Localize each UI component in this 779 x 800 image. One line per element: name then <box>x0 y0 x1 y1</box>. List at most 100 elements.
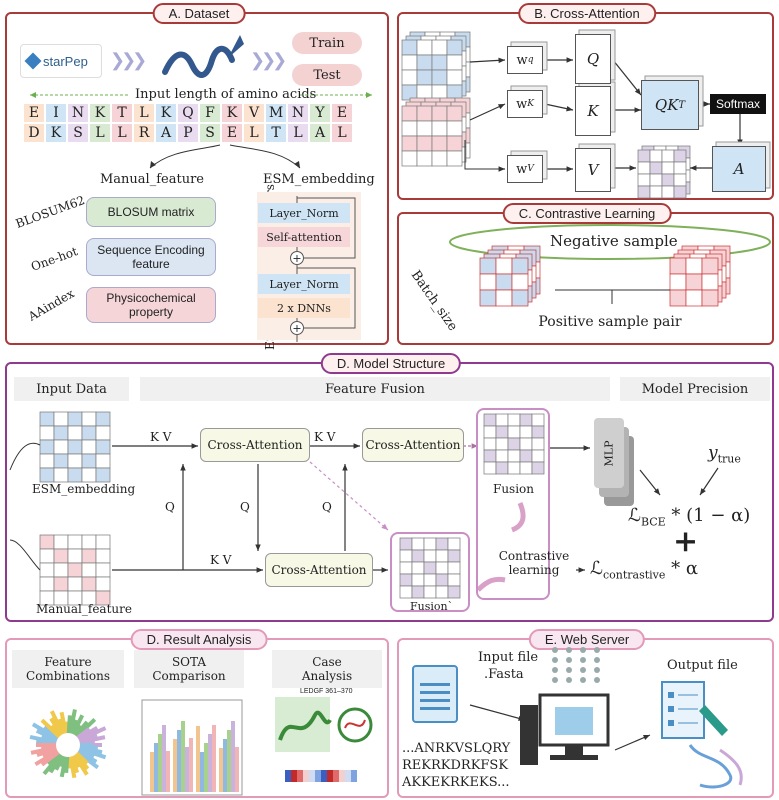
k-box: K <box>575 86 611 136</box>
q-box: Q <box>575 34 611 84</box>
qkt-label: QK <box>654 96 679 114</box>
y-true-label: ytrue <box>708 443 741 465</box>
input-file-label: Input file <box>478 650 539 665</box>
starpep-logo: starPep <box>20 44 102 78</box>
dnn-layer: 2 x DNNs <box>258 298 350 318</box>
amino-acid-letter: K <box>90 104 110 122</box>
add-icon-2: + <box>290 321 304 335</box>
file-icon <box>412 665 458 723</box>
double-chevron-icon-2: ❯❯❯ <box>250 50 287 70</box>
amino-acid-letter: E <box>332 104 352 122</box>
panel-result: D. Result Analysis <box>5 629 389 798</box>
positive-sample-label: Positive sample pair <box>538 314 682 330</box>
sequence-encoding-box: Sequence Encoding feature <box>86 238 216 276</box>
wq-sub: q <box>527 55 534 65</box>
amino-acid-letter: L <box>90 124 110 142</box>
starpep-logo-icon <box>24 52 42 70</box>
negative-sample-label: Negative sample <box>550 232 678 250</box>
loss-bce: ℒBCE * (1 − α) <box>628 505 750 529</box>
amino-acid-letter: E <box>24 104 44 122</box>
layer-norm-2: Layer_Norm <box>258 274 350 294</box>
wv-label: w <box>516 161 528 177</box>
q-label-3: Q <box>322 500 332 514</box>
train-badge: Train <box>292 32 362 54</box>
loss-contrastive: ℒcontrastive * α <box>590 558 698 582</box>
loss-con-symbol: ℒ <box>590 558 603 579</box>
add-icon-1: + <box>290 251 304 265</box>
amino-acid-letter: I <box>46 104 66 122</box>
case-subtitle: LEDGF 361–370 <box>300 688 353 695</box>
cross-attention-block-2: Cross-Attention <box>362 428 464 462</box>
col-input-header: Input Data <box>14 377 129 401</box>
amino-acid-letter: L <box>288 124 308 142</box>
wk-label: w <box>516 96 528 112</box>
wv-sub: V <box>527 164 534 174</box>
panel-model: D. Model Structure <box>5 353 774 622</box>
double-chevron-icon: ❯❯❯ <box>110 50 147 70</box>
loss-con-tail: * α <box>665 558 698 579</box>
sota-header: SOTA Comparison <box>134 650 244 688</box>
col-fusion-header: Feature Fusion <box>140 377 610 401</box>
cross-attention-block-3: Cross-Attention <box>265 553 373 587</box>
loss-con-sub: contrastive <box>602 568 666 582</box>
mlp-label: MLP <box>602 440 616 466</box>
panel-cross-attention: B. Cross-Attention <box>397 3 774 200</box>
feature-combinations-header: Feature Combinations <box>12 650 124 688</box>
output-file-label: Output file <box>667 658 738 673</box>
softmax-box: Softmax <box>710 94 766 114</box>
loss-bce-symbol: ℒ <box>628 505 641 526</box>
panel-contrastive-title: C. Contrastive Learning <box>502 203 672 224</box>
panel-dataset: A. Dataset <box>5 3 389 345</box>
mlp-stack: MLP <box>594 418 634 506</box>
amino-acid-letter: L <box>112 124 132 142</box>
wk-sub: K <box>527 99 534 109</box>
col-precision-header: Model Precision <box>620 377 770 401</box>
test-badge: Test <box>292 64 362 86</box>
cross-attention-block-1: Cross-Attention <box>200 428 310 462</box>
physicochemical-box: Physicochemical property <box>86 287 216 323</box>
amino-acid-letter: L <box>244 124 264 142</box>
panel-contrastive: C. Contrastive Learning <box>397 203 774 345</box>
starpep-logo-text: starPep <box>43 53 88 69</box>
amino-acid-letter: T <box>112 104 132 122</box>
fusion-prime-panel <box>390 532 470 612</box>
amino-acid-letter: S <box>68 124 88 142</box>
qkt-sup: T <box>678 99 686 111</box>
blosum-matrix-box: BLOSUM matrix <box>86 197 216 227</box>
panel-cross-attention-title: B. Cross-Attention <box>518 3 656 24</box>
fusion-label: Fusion <box>493 482 535 496</box>
amino-acid-letter: K <box>156 104 176 122</box>
amino-acid-letter: L <box>332 124 352 142</box>
y-true-sub: true <box>717 452 741 466</box>
kv-label-3: K V <box>210 553 232 567</box>
amino-acid-letter: V <box>244 104 264 122</box>
panel-model-title: D. Model Structure <box>320 353 462 374</box>
q-label-1: Q <box>165 500 175 514</box>
v-box: V <box>575 148 611 192</box>
amino-acid-letter: R <box>134 124 154 142</box>
amino-acid-letter: D <box>24 124 44 142</box>
plus-sign: + <box>673 524 699 559</box>
amino-acid-letter: N <box>288 104 308 122</box>
loss-bce-tail: * (1 − α) <box>665 505 751 526</box>
kv-label-2: K V <box>314 430 336 444</box>
amino-acid-letter: P <box>178 124 198 142</box>
amino-acid-letter: K <box>46 124 66 142</box>
case-header: Case Analysis <box>272 650 382 688</box>
amino-acid-letter: F <box>200 104 220 122</box>
manual-feature-input-label: Manual_feature <box>36 602 132 616</box>
amino-acid-letter: M <box>266 104 286 122</box>
sequence-text: ...ANRKVSLQRY REKRKDRKFSK AKKEKRKEKS... <box>402 741 511 790</box>
amino-acid-letter: A <box>156 124 176 142</box>
layer-norm-1: Layer_Norm <box>258 203 350 223</box>
amino-acid-letter: Q <box>178 104 198 122</box>
amino-acid-letter: S <box>200 124 220 142</box>
panel-web: E. Web Server <box>397 629 774 798</box>
a-box: A <box>712 146 766 192</box>
